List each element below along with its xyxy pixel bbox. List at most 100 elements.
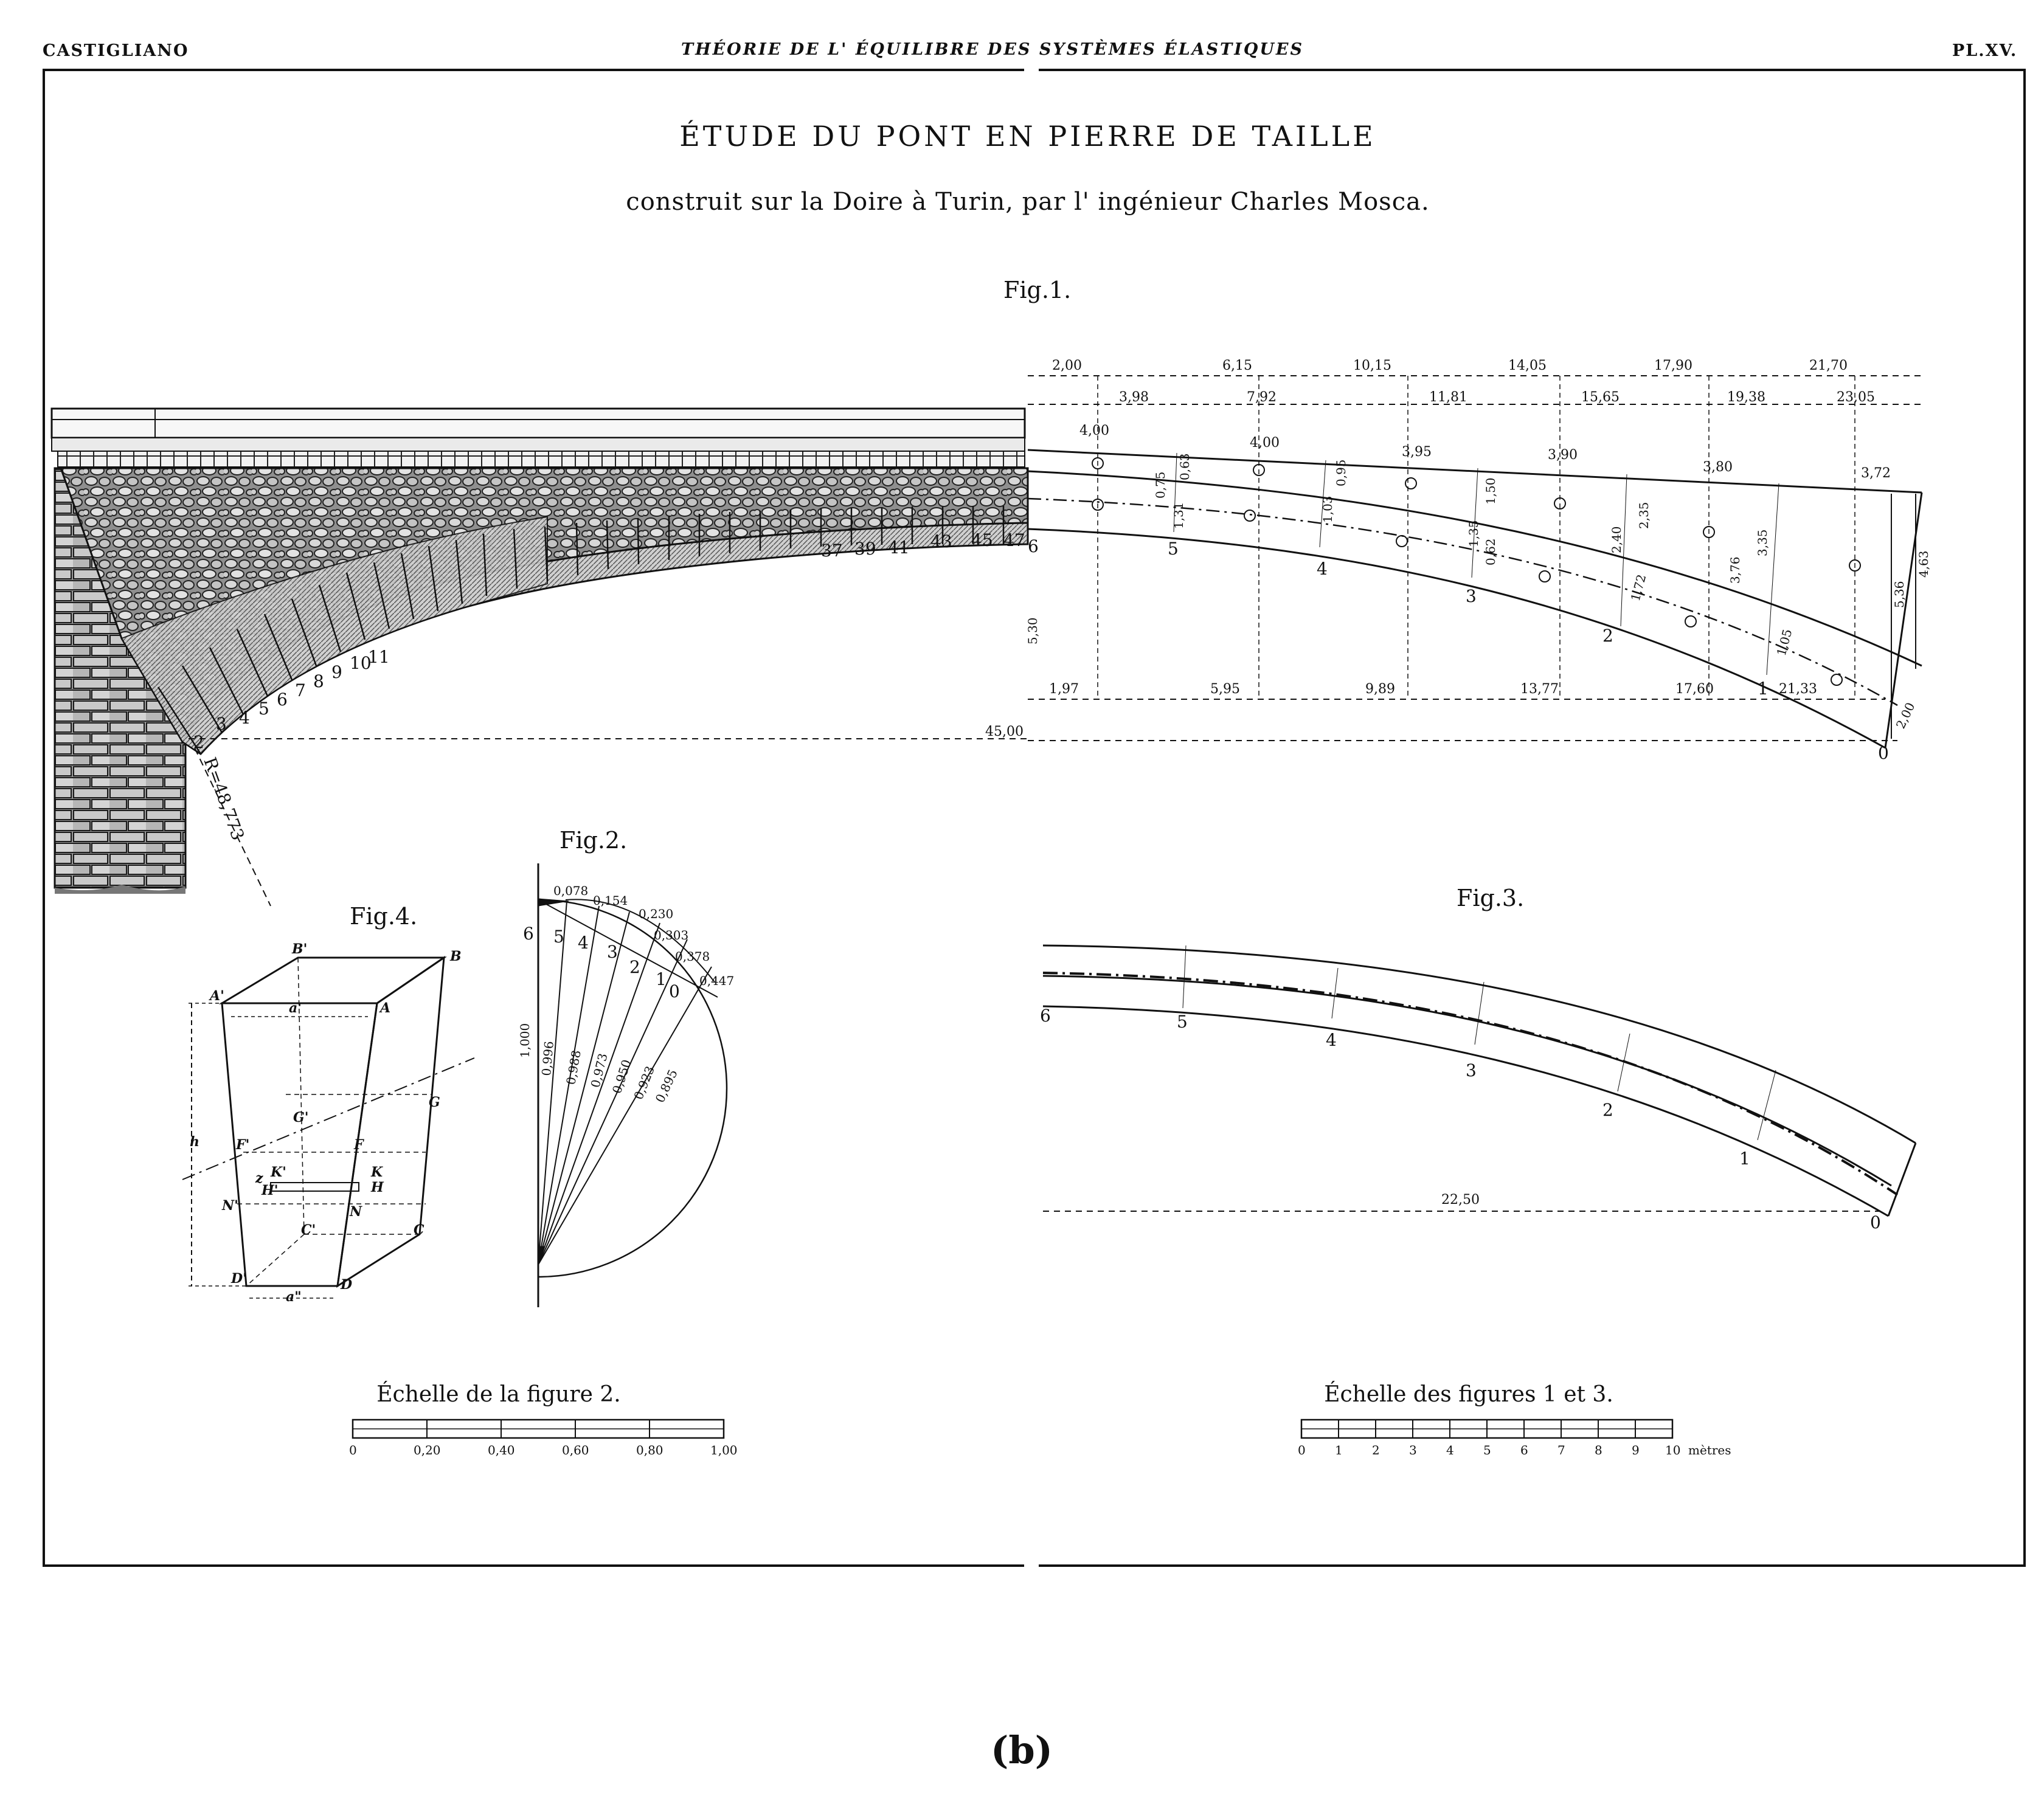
svg-text:0,80: 0,80 bbox=[636, 1443, 663, 1457]
svg-text:2,00: 2,00 bbox=[1052, 358, 1082, 373]
fig4-label: Fig.4. bbox=[350, 903, 417, 930]
fig3-arch-ring bbox=[1042, 944, 1917, 1217]
svg-text:5: 5 bbox=[258, 699, 269, 719]
svg-text:1: 1 bbox=[656, 969, 667, 989]
svg-text:23,05: 23,05 bbox=[1837, 390, 1875, 405]
svg-text:6: 6 bbox=[1028, 536, 1039, 556]
svg-text:0,40: 0,40 bbox=[488, 1443, 515, 1457]
plate-title: ÉTUDE DU PONT EN PIERRE DE TAILLE bbox=[679, 119, 1376, 153]
fig1-geometry bbox=[1027, 375, 1923, 749]
svg-text:0,20: 0,20 bbox=[414, 1443, 441, 1457]
svg-text:4,00: 4,00 bbox=[1079, 423, 1109, 438]
svg-text:G': G' bbox=[293, 1110, 309, 1125]
svg-text:8: 8 bbox=[313, 671, 324, 691]
svg-text:1: 1 bbox=[1739, 1149, 1750, 1169]
svg-text:39: 39 bbox=[854, 539, 876, 559]
svg-text:D': D' bbox=[230, 1271, 247, 1287]
svg-text:6: 6 bbox=[277, 689, 288, 710]
svg-text:A': A' bbox=[209, 988, 224, 1004]
plate-subtitle: construit sur la Doire à Turin, par l' i… bbox=[626, 188, 1429, 216]
svg-text:5,95: 5,95 bbox=[1210, 682, 1240, 697]
svg-text:1,72: 1,72 bbox=[1628, 573, 1649, 603]
svg-text:11,81: 11,81 bbox=[1429, 390, 1467, 405]
svg-text:C': C' bbox=[301, 1222, 316, 1238]
svg-text:1,97: 1,97 bbox=[1049, 682, 1079, 697]
svg-text:5: 5 bbox=[1483, 1443, 1491, 1457]
page-gutter bbox=[1024, 67, 1039, 1575]
fig2-label: Fig.2. bbox=[560, 827, 627, 854]
svg-text:a': a' bbox=[289, 1000, 302, 1016]
svg-text:10: 10 bbox=[350, 653, 372, 673]
fig1-top-dims-row2: 3,98 7,92 11,81 15,65 19,38 23,05 bbox=[1119, 390, 1875, 405]
fig4-voussoir-perspective bbox=[182, 955, 475, 1299]
svg-text:4: 4 bbox=[1446, 1443, 1454, 1457]
svg-text:4: 4 bbox=[239, 708, 250, 728]
svg-text:2: 2 bbox=[193, 732, 204, 752]
svg-text:3: 3 bbox=[1466, 1060, 1477, 1080]
svg-text:N': N' bbox=[221, 1198, 238, 1214]
fig1-top-dims-row1: 2,00 6,15 10,15 14,05 17,90 21,70 bbox=[1052, 358, 1848, 373]
svg-text:D: D bbox=[340, 1277, 352, 1293]
svg-text:A: A bbox=[379, 1000, 390, 1016]
svg-text:3,98: 3,98 bbox=[1119, 390, 1149, 405]
svg-text:37: 37 bbox=[821, 541, 843, 561]
svg-text:43: 43 bbox=[930, 531, 952, 551]
fig1-bottom-dims: 1,97 5,95 9,89 13,77 17,60 21,33 bbox=[1049, 682, 1817, 697]
svg-text:0,303: 0,303 bbox=[654, 928, 688, 942]
svg-text:2,40: 2,40 bbox=[1609, 526, 1624, 553]
fig3-section-numbers: 6 5 4 3 2 1 0 bbox=[1040, 1006, 1881, 1232]
svg-text:K': K' bbox=[270, 1164, 286, 1180]
svg-text:2: 2 bbox=[1372, 1443, 1380, 1457]
scale2-caption: Échelle de la figure 2. bbox=[376, 1381, 620, 1407]
fig2-top-values: 0,078 0,154 0,230 0,303 0,378 0,447 bbox=[553, 883, 734, 988]
svg-text:3: 3 bbox=[216, 714, 227, 734]
svg-text:6: 6 bbox=[1520, 1443, 1528, 1457]
scale13-bar bbox=[1300, 1419, 1674, 1439]
svg-text:B: B bbox=[449, 949, 462, 964]
header-book-title: THÉORIE DE L' ÉQUILIBRE DES SYSTÈMES ÉLA… bbox=[681, 39, 1304, 59]
svg-text:47: 47 bbox=[1003, 530, 1025, 550]
svg-text:1,31: 1,31 bbox=[1171, 502, 1186, 529]
svg-text:N: N bbox=[349, 1204, 362, 1220]
svg-text:0,60: 0,60 bbox=[562, 1443, 589, 1457]
svg-text:17,60: 17,60 bbox=[1675, 682, 1714, 697]
svg-text:0,95: 0,95 bbox=[1334, 459, 1348, 486]
svg-text:5,36: 5,36 bbox=[1892, 581, 1907, 608]
svg-text:0,63: 0,63 bbox=[1177, 453, 1192, 480]
svg-text:10: 10 bbox=[1665, 1443, 1680, 1457]
svg-text:5: 5 bbox=[553, 927, 564, 947]
svg-text:5: 5 bbox=[1177, 1012, 1188, 1032]
svg-text:4: 4 bbox=[1317, 559, 1328, 579]
fig1-label: Fig.1. bbox=[1003, 277, 1071, 303]
header-author: CASTIGLIANO bbox=[43, 41, 189, 60]
svg-text:3,80: 3,80 bbox=[1703, 460, 1733, 475]
svg-text:7,92: 7,92 bbox=[1247, 390, 1277, 405]
svg-text:F: F bbox=[353, 1137, 364, 1153]
svg-text:B': B' bbox=[291, 941, 307, 957]
svg-text:7: 7 bbox=[295, 680, 306, 700]
svg-text:45: 45 bbox=[971, 530, 993, 550]
subfigure-label: (b) bbox=[991, 1728, 1053, 1772]
svg-text:3,90: 3,90 bbox=[1548, 448, 1578, 463]
svg-text:0,75: 0,75 bbox=[1153, 471, 1168, 499]
fig4-point-letters: A B A' B' C D C' D' G G' F F' H H' K K' … bbox=[190, 941, 462, 1305]
svg-text:H: H bbox=[370, 1180, 384, 1195]
svg-text:3: 3 bbox=[607, 942, 618, 962]
svg-text:K: K bbox=[370, 1164, 383, 1180]
scale13-ticks: 0 1 2 3 4 5 6 7 8 9 10 mètres bbox=[1298, 1443, 1731, 1457]
svg-text:F': F' bbox=[235, 1137, 249, 1153]
fig1-vertical-dims: 0,63 0,75 1,31 0,95 1,03 1,50 1,35 0,62 … bbox=[1153, 453, 1931, 731]
svg-text:2: 2 bbox=[1602, 626, 1613, 646]
scale13-caption: Échelle des figures 1 et 3. bbox=[1324, 1381, 1613, 1407]
svg-text:41: 41 bbox=[888, 537, 910, 558]
svg-text:h: h bbox=[190, 1134, 199, 1150]
svg-text:z: z bbox=[255, 1170, 263, 1186]
svg-text:1,50: 1,50 bbox=[1483, 477, 1498, 505]
svg-text:19,38: 19,38 bbox=[1727, 390, 1765, 405]
svg-text:0: 0 bbox=[1878, 743, 1889, 763]
svg-text:21,70: 21,70 bbox=[1809, 358, 1848, 373]
svg-text:1: 1 bbox=[1335, 1443, 1343, 1457]
svg-text:6,15: 6,15 bbox=[1222, 358, 1252, 373]
svg-text:1,03: 1,03 bbox=[1320, 496, 1335, 523]
svg-text:6: 6 bbox=[523, 924, 534, 944]
